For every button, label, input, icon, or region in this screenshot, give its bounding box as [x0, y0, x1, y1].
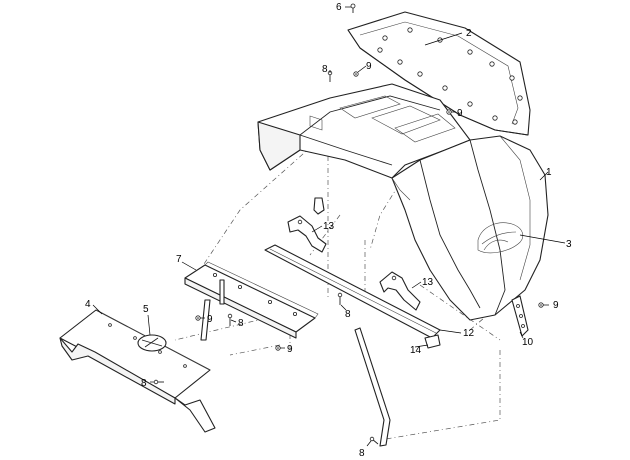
callout-1: 1 [546, 167, 552, 178]
callout-10: 10 [522, 337, 534, 348]
panel-fastener-holes [377, 27, 523, 125]
callout-2: 2 [466, 28, 472, 39]
callout-8-middle: 8 [345, 309, 351, 320]
top-panel-part [347, 11, 531, 136]
side-bracket-part [511, 295, 529, 337]
mounting-plate-part [184, 261, 319, 341]
leader-lines [92, 6, 566, 447]
callout-7: 7 [176, 254, 182, 265]
emblem-part [137, 334, 167, 352]
callout-9-plate: 9 [207, 314, 213, 325]
callout-8-base: 8 [141, 378, 147, 389]
callout-8-bottom: 8 [359, 448, 365, 459]
callout-13-right: 13 [422, 277, 434, 288]
callout-13-left: 13 [323, 221, 335, 232]
callout-12: 12 [463, 328, 475, 339]
callout-9-panel: 9 [457, 108, 463, 119]
callout-3: 3 [566, 239, 572, 250]
support-rod-part [354, 327, 391, 447]
shroud-logo-decal [477, 222, 524, 254]
callout-9-top: 9 [366, 61, 372, 72]
main-body-housing [257, 83, 549, 321]
callout-6: 6 [336, 2, 342, 13]
callout-9-bracket: 9 [553, 300, 559, 311]
callout-labels: 6 2 1 3 8 9 9 13 13 12 14 9 10 7 4 5 8 9… [85, 2, 572, 459]
base-plate-part [59, 309, 216, 433]
callout-4: 4 [85, 299, 91, 310]
callout-8-top: 8 [322, 64, 328, 75]
fastener-hardware [153, 3, 544, 445]
callout-14: 14 [410, 345, 422, 356]
latch-bracket-right [379, 271, 421, 311]
callout-8-plate: 8 [238, 318, 244, 329]
callout-5: 5 [143, 304, 149, 315]
callout-9-lower: 9 [287, 344, 293, 355]
latch-bracket-left [287, 215, 327, 253]
